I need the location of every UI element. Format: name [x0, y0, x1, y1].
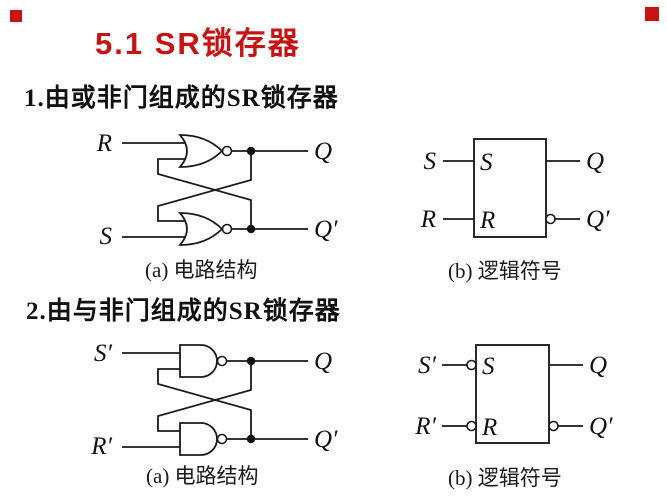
inverter-bubble-top-icon [221, 145, 233, 157]
nor-gate-bottom-icon [178, 212, 224, 246]
out-label-qbar: Q′ [586, 206, 610, 233]
junction-node-bottom [246, 224, 256, 234]
inverter-bubble-r-icon [466, 420, 477, 432]
inverter-bubble-qbar-icon [545, 213, 556, 225]
caption-circuit-1: (a) 电路结构 [145, 258, 258, 282]
corner-mark-left [10, 10, 22, 22]
input-label-s: S [100, 223, 113, 250]
caption-symbol-1: (b) 逻辑符号 [448, 259, 562, 283]
wire-feedback-top-to-bottom [157, 361, 252, 432]
nand-latch-symbol-figure: S′ R′ S R Q Q′ [414, 344, 613, 444]
ext-label-r: R [420, 206, 436, 233]
out-label-q: Q [586, 148, 604, 175]
input-label-sprime: S′ [94, 340, 113, 367]
pin-label-s: S [482, 353, 495, 380]
caption-symbol-2: (b) 逻辑符号 [448, 466, 562, 490]
inverter-bubble-bottom-icon [221, 223, 233, 235]
pin-label-s: S [480, 149, 493, 176]
corner-mark-right [645, 7, 659, 21]
wire-feedback-bottom-to-top [157, 158, 252, 229]
pin-label-r: R [481, 414, 497, 441]
out-label-qbar: Q′ [589, 413, 613, 440]
nand-latch-circuit-figure: S′ R′ Q Q′ [90, 340, 338, 460]
junction-node-top [246, 146, 256, 156]
wire-feedback-top-to-bottom [157, 151, 252, 222]
junction-node-top [246, 356, 256, 366]
nor-gate-top-icon [178, 134, 224, 168]
section2-heading: 2.由与非门组成的SR锁存器 [26, 298, 341, 325]
output-label-qbar: Q′ [314, 426, 338, 453]
output-label-q: Q [314, 138, 332, 165]
nand-gate-bottom-icon [179, 422, 218, 456]
nand-gate-top-icon [179, 344, 218, 378]
nor-latch-symbol-figure: S R S R Q Q′ [420, 138, 610, 238]
nor-latch-circuit-figure: R S Q Q′ [96, 130, 338, 250]
latch-symbol-box [473, 138, 547, 238]
caption-circuit-2: (a) 电路结构 [146, 464, 259, 488]
inverter-bubble-bottom-icon [216, 433, 228, 445]
output-label-qbar: Q′ [314, 216, 338, 243]
input-label-rprime: R′ [90, 433, 112, 460]
inverter-bubble-top-icon [216, 355, 228, 367]
wire-feedback-bottom-to-top [157, 368, 252, 439]
ext-label-rprime: R′ [414, 413, 436, 440]
inverter-bubble-s-icon [466, 359, 477, 371]
pin-label-r: R [479, 207, 495, 234]
inverter-bubble-qbar-icon [548, 420, 559, 432]
out-label-q: Q [589, 352, 607, 379]
ext-label-sprime: S′ [418, 352, 437, 379]
junction-node-bottom [246, 434, 256, 444]
input-label-r: R [96, 130, 112, 157]
output-label-q: Q [314, 348, 332, 375]
ext-label-s: S [424, 148, 437, 175]
section1-heading: 1.由或非门组成的SR锁存器 [24, 85, 339, 112]
page-title: 5.1 SR锁存器 [95, 26, 301, 61]
latch-symbol-box [475, 344, 550, 444]
